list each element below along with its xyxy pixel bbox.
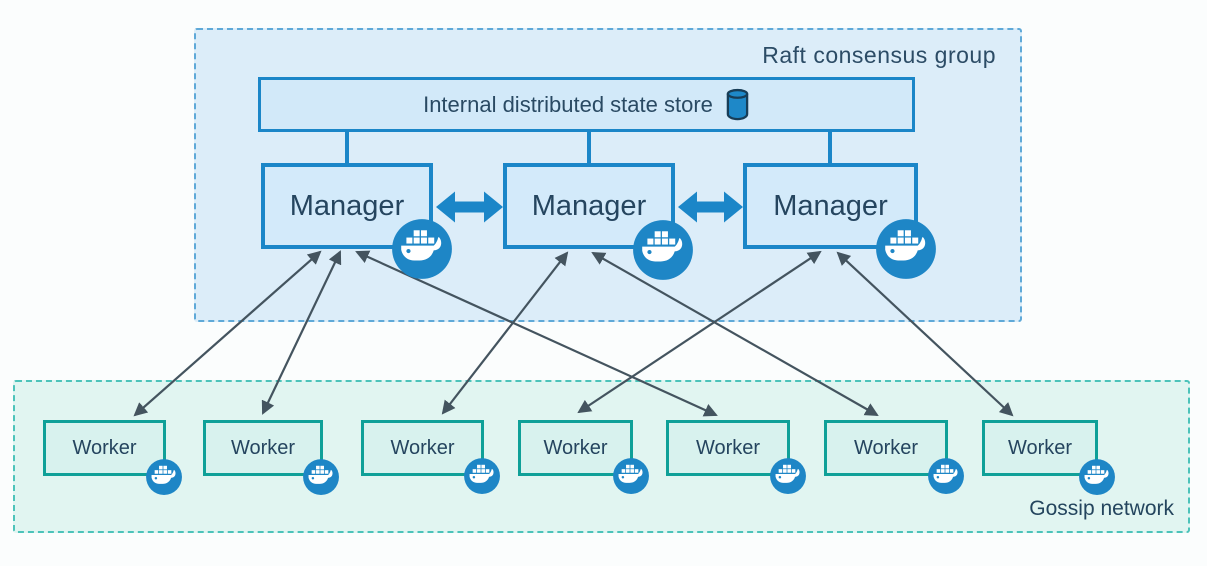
worker-node-5: Worker: [666, 420, 790, 476]
worker-label: Worker: [1007, 436, 1073, 459]
worker-node-7: Worker: [982, 420, 1098, 476]
worker-node-6: Worker: [824, 420, 948, 476]
worker-node-4: Worker: [518, 420, 633, 476]
worker-node-1: Worker: [43, 420, 166, 476]
worker-label: Worker: [72, 436, 137, 459]
database-cylinder-icon: [726, 88, 749, 121]
worker-label: Worker: [695, 436, 761, 459]
worker-label: Worker: [853, 436, 919, 459]
manager-node-1: Manager: [261, 163, 433, 249]
gossip-network-label: Gossip network: [1029, 497, 1174, 520]
worker-node-2: Worker: [203, 420, 323, 476]
state-store-label: Internal distributed state store: [423, 91, 713, 117]
worker-node-3: Worker: [361, 420, 484, 476]
worker-label: Worker: [230, 436, 296, 459]
manager-label: Manager: [289, 189, 405, 222]
state-store-box: Internal distributed state store: [258, 77, 915, 132]
manager-label: Manager: [531, 189, 647, 222]
worker-label: Worker: [390, 436, 455, 459]
manager-label: Manager: [773, 189, 888, 222]
manager-node-2: Manager: [503, 163, 675, 249]
manager-node-3: Manager: [743, 163, 918, 249]
worker-label: Worker: [543, 436, 608, 459]
raft-consensus-group-label: Raft consensus group: [762, 42, 996, 68]
